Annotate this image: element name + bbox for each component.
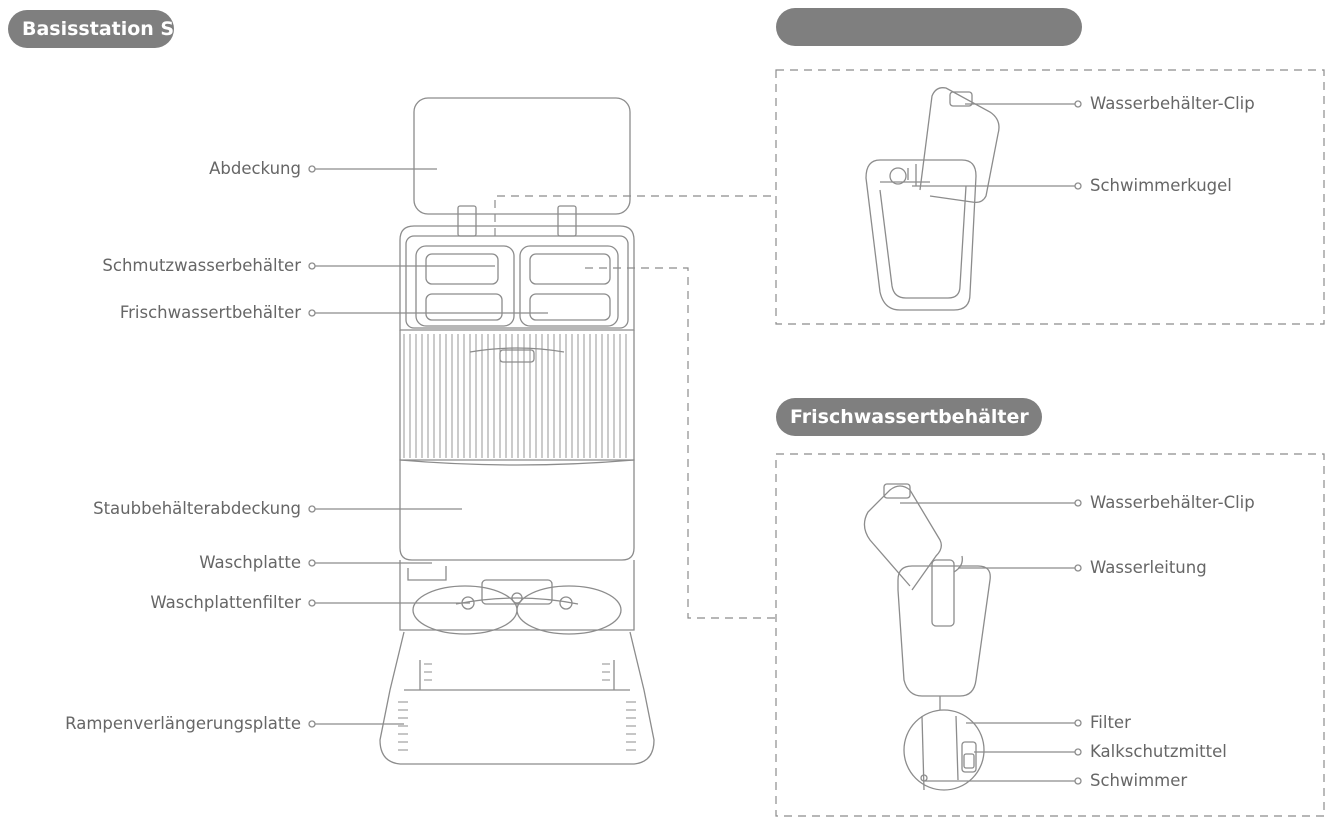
label-filter: Filter xyxy=(1090,713,1131,732)
label-ramp: Rampenverlängerungsplatte xyxy=(65,714,301,733)
label-clean-tank: Frischwassertbehälter xyxy=(119,303,301,322)
lid-shape xyxy=(413,97,631,215)
label-lid: Abdeckung xyxy=(209,159,301,178)
label-float-ball: Schwimmerkugel xyxy=(1090,176,1232,195)
clean-tank-title-pill: Frischwassertbehälter xyxy=(776,398,1042,436)
label-wash-tray: Waschplatte xyxy=(199,553,301,572)
clean-tank-shape xyxy=(519,245,619,327)
dirty-tank-title-pill xyxy=(776,8,1082,46)
label-dirty-clip: Wasserbehälter-Clip xyxy=(1090,94,1255,113)
dirty-tank-frame xyxy=(775,69,1325,325)
label-float: Schwimmer xyxy=(1090,771,1188,790)
dashed-frames xyxy=(494,69,1325,817)
label-clean-clip: Wasserbehälter-Clip xyxy=(1090,493,1255,512)
body-ribs xyxy=(403,334,627,458)
clean-tank-frame xyxy=(775,453,1325,817)
label-descaler: Kalkschutzmittel xyxy=(1090,742,1227,761)
dirty-tank-drawing xyxy=(865,87,1000,311)
clean-tank-title: Frischwassertbehälter xyxy=(790,406,1029,428)
label-dirty-tank: Schmutzwasserbehälter xyxy=(102,256,301,275)
dirty-tank-shape xyxy=(415,245,515,327)
label-dust-cover: Staubbehälterabdeckung xyxy=(93,499,301,518)
label-wash-tray-filter: Waschplattenfilter xyxy=(150,593,301,612)
clean-tank-drawing xyxy=(863,483,991,791)
station-title: Basisstation S xyxy=(22,18,174,40)
station-leaders xyxy=(308,165,548,728)
label-pipe: Wasserleitung xyxy=(1090,558,1207,577)
station-title-pill: Basisstation S xyxy=(8,10,174,48)
detail-leaders xyxy=(900,100,1082,785)
base-station-drawing xyxy=(379,97,655,765)
dust-cover-shape xyxy=(399,459,635,561)
